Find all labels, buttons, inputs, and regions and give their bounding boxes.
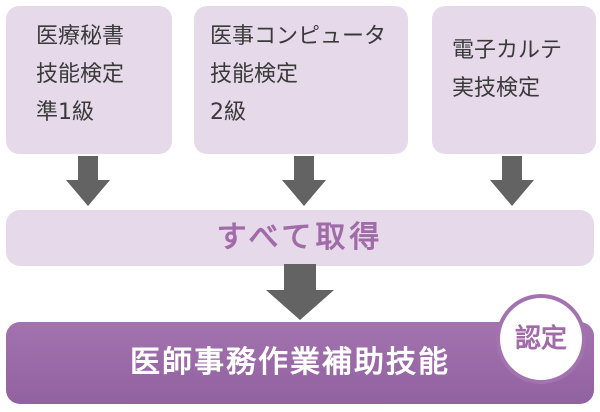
down-arrow-icon <box>490 156 534 206</box>
certification-box-medical-computer: 医事コンピュータ 技能検定 2級 <box>194 6 408 154</box>
down-arrow-icon <box>282 156 326 206</box>
certification-line: 医療秘書 <box>36 24 125 49</box>
certified-badge: 認定 <box>496 294 586 384</box>
certification-line: 実技検定 <box>452 76 541 101</box>
certified-badge-label: 認定 <box>514 324 567 354</box>
certification-line: 医事コンピュータ <box>210 24 387 49</box>
certification-line: 電子カルテ <box>452 38 563 63</box>
certification-label: 医事コンピュータ 技能検定 2級 <box>210 18 386 132</box>
certification-line: 技能検定 <box>36 62 125 87</box>
down-arrow-icon <box>266 264 334 320</box>
down-arrow-icon <box>66 156 110 206</box>
result-label: 医師事務作業補助技能 <box>130 345 450 380</box>
certification-box-medical-secretary: 医療秘書 技能検定 準1級 <box>6 6 172 154</box>
certification-line: 準1級 <box>36 100 94 125</box>
certification-line: 技能検定 <box>210 62 299 87</box>
all-acquired-label: すべて取得 <box>216 220 384 255</box>
all-acquired-bar: すべて取得 <box>6 210 594 266</box>
certification-line: 2級 <box>210 100 246 125</box>
certification-box-electronic-records: 電子カルテ 実技検定 <box>432 6 596 154</box>
certification-label: 電子カルテ 実技検定 <box>452 32 562 108</box>
certification-label: 医療秘書 技能検定 準1級 <box>36 18 124 132</box>
